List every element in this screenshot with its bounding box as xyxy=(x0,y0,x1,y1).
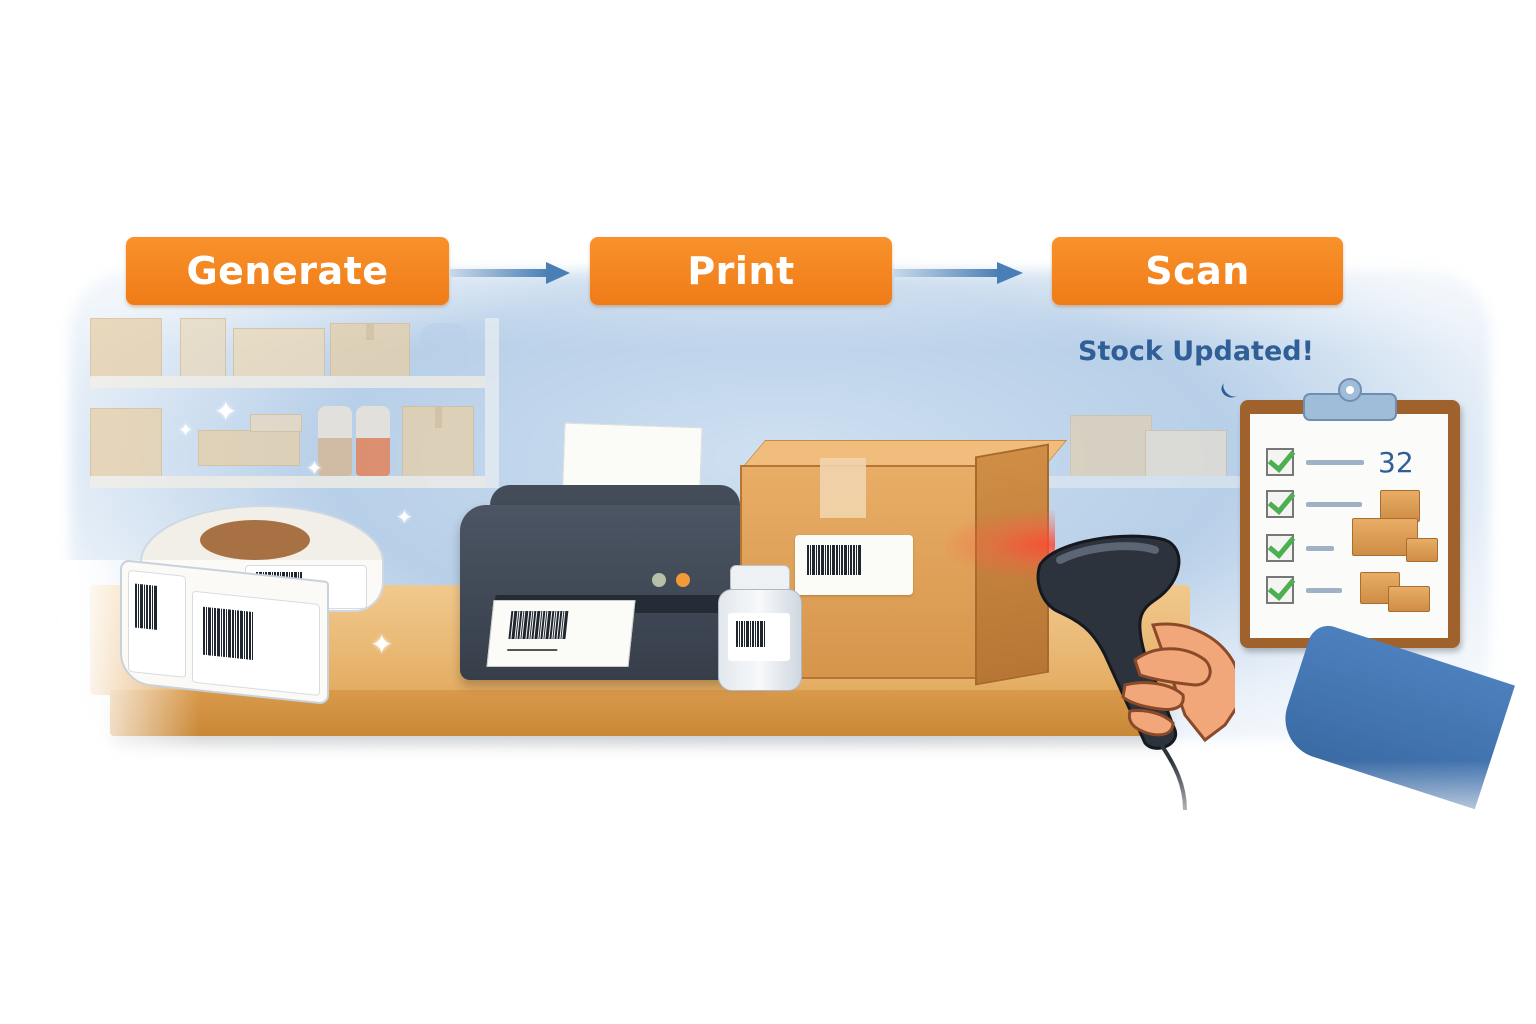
box-stack-icon xyxy=(1388,586,1430,612)
printed-barcode-label xyxy=(486,600,636,667)
box-stack-icon xyxy=(1380,490,1420,522)
bottle-barcode-label xyxy=(728,613,790,661)
barcode xyxy=(508,611,569,639)
checkbox-checked-icon xyxy=(1266,490,1294,518)
shelf-bottle xyxy=(356,406,390,476)
packing-tape xyxy=(820,458,866,518)
clipboard-item xyxy=(1266,534,1334,562)
barcode xyxy=(736,621,765,647)
shelf-box xyxy=(250,414,302,432)
barcode-scanner-icon xyxy=(1036,534,1235,811)
clipboard-item xyxy=(1266,490,1362,518)
scanner-laser-beam xyxy=(945,510,1055,580)
barcode xyxy=(807,545,861,575)
item-line xyxy=(1306,587,1342,593)
step-print-label: Print xyxy=(687,249,795,293)
sparkle-icon: ✦ xyxy=(370,628,394,661)
barcode xyxy=(135,583,157,630)
barcode-label xyxy=(192,590,320,697)
item-line xyxy=(1306,501,1362,507)
inventory-clipboard: 32 xyxy=(1240,378,1460,648)
step-print[interactable]: Print xyxy=(590,237,892,305)
shelf-box xyxy=(90,408,162,478)
step-scan-label: Scan xyxy=(1145,249,1250,293)
checkbox-checked-icon xyxy=(1266,448,1294,476)
roll-tail xyxy=(120,559,329,705)
box-stack-icon xyxy=(1406,538,1438,562)
shelf-post xyxy=(485,318,499,488)
step-generate-label: Generate xyxy=(186,249,389,293)
sparkle-icon: ✦ xyxy=(306,456,323,480)
clipboard-clip-icon xyxy=(1303,378,1397,421)
shelf-box xyxy=(180,318,226,378)
printer-status-light xyxy=(652,573,666,587)
box-stack-icon xyxy=(1352,518,1418,556)
clipboard-item xyxy=(1266,576,1342,604)
background-boxes xyxy=(1000,410,1240,490)
checkbox-checked-icon xyxy=(1266,576,1294,604)
shelf-box xyxy=(1145,430,1227,477)
arrow-right-icon xyxy=(893,262,1023,284)
shelf-jar xyxy=(420,323,468,368)
step-scan[interactable]: Scan xyxy=(1052,237,1343,305)
shelf-box xyxy=(1070,415,1152,477)
shelf-box xyxy=(330,323,410,379)
shelf-board xyxy=(90,476,490,488)
shelf-box xyxy=(402,406,474,478)
shelf-board xyxy=(1000,476,1240,488)
bottom-fade xyxy=(0,760,1536,1024)
label-roll xyxy=(120,505,385,705)
pill-bottle xyxy=(718,565,802,691)
stock-updated-message: Stock Updated! xyxy=(1078,336,1314,367)
sparkle-icon: ✦ xyxy=(178,420,194,441)
shelf-bottle xyxy=(318,406,352,476)
printer-power-button xyxy=(676,573,690,587)
item-line xyxy=(1306,545,1334,551)
sparkle-icon: ✦ xyxy=(214,395,238,428)
shelf-box xyxy=(90,318,162,378)
shelf-board xyxy=(90,376,490,388)
roll-core xyxy=(200,520,310,560)
checkbox-checked-icon xyxy=(1266,534,1294,562)
barcode xyxy=(203,606,253,660)
storage-shelves xyxy=(90,318,500,488)
box-barcode-label xyxy=(795,535,913,595)
clipboard-item xyxy=(1266,448,1364,476)
shelf-box xyxy=(198,430,300,466)
item-line xyxy=(1306,459,1364,465)
shelf-box xyxy=(233,328,325,378)
stock-count: 32 xyxy=(1378,446,1414,479)
arrow-right-icon xyxy=(450,262,570,284)
sparkle-icon: ✦ xyxy=(396,505,413,529)
step-generate[interactable]: Generate xyxy=(126,237,449,305)
barcode-label xyxy=(128,569,186,678)
